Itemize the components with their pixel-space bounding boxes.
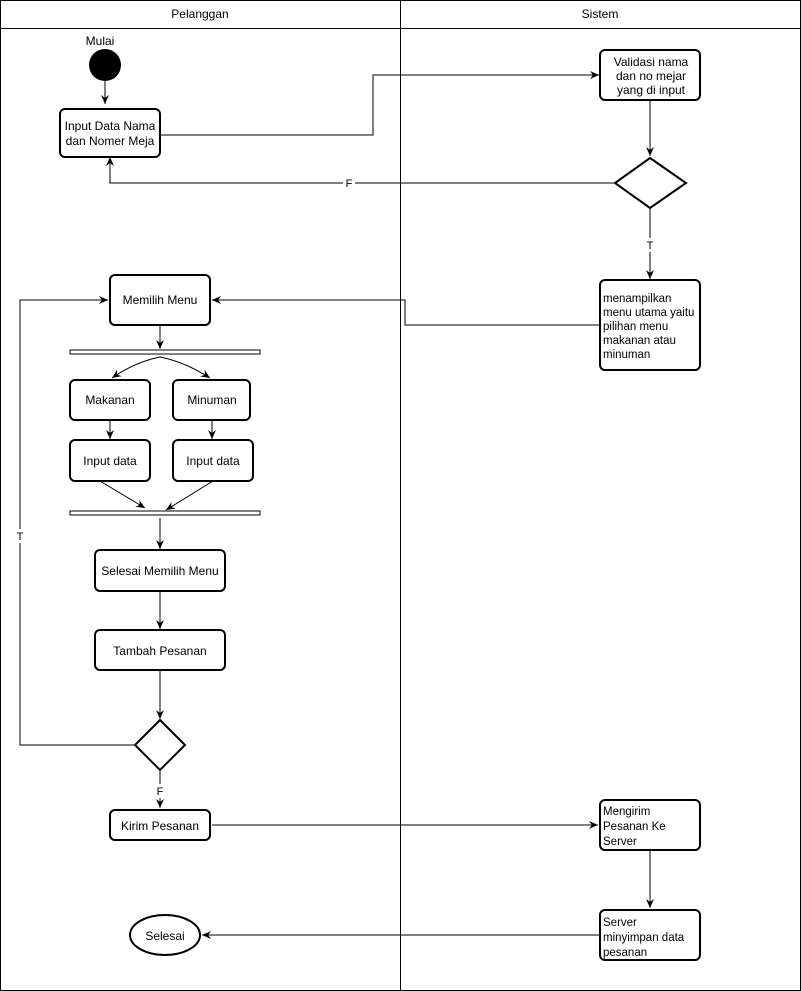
edge-tampilkan-to-memilih [212,296,600,326]
input-data-makanan-node [69,439,151,482]
memilih-menu-node [109,274,211,326]
tambah-pesanan-label: Tambah Pesanan [113,644,206,658]
edge-input2-to-join [165,480,214,511]
edge-input1-to-join [99,480,146,509]
tampilkan-line-4: makanan atau [603,335,676,347]
edge-label-false-1: F [346,178,353,190]
edges [19,71,654,939]
minuman-label: Minuman [187,393,236,407]
fork-bar [69,349,261,355]
validasi-line-2: dan no mejar [616,69,686,83]
decision-tambah [133,718,187,772]
edge-label-true-1: T [647,240,654,252]
server-line-1: Server [603,917,637,929]
input-data-makanan-label: Input data [83,454,137,468]
tampilkan-line-1: menampilkan [603,293,671,305]
minuman-node [172,379,251,421]
tampilkan-menu-node [599,279,701,371]
input-nama-node [59,108,161,158]
join-bar [69,510,261,516]
end-label: Selesai [145,929,184,943]
makanan-label: Makanan [85,393,134,407]
selesai-memilih-node [94,549,226,592]
edge-fork-to-minuman [159,356,211,379]
edge-decision2-true [19,296,135,746]
mengirim-line-1: Mengirim [603,806,650,818]
lane-title-sistem: Sistem [582,7,619,21]
memilih-menu-label: Memilih Menu [123,293,198,307]
validasi-line-3: yang di input [617,83,686,97]
server-line-2: minyimpan data [603,932,685,944]
tampilkan-line-3: pilihan menu [603,321,668,333]
edge-input-to-validasi [160,71,599,136]
edge-label-true-2: T [17,531,24,543]
input-data-minuman-node [172,439,254,482]
makanan-node [69,379,151,421]
kirim-pesanan-label: Kirim Pesanan [121,819,199,833]
validasi-node [599,49,701,101]
edge-fork-to-makanan [111,356,161,379]
mengirim-line-2: Pesanan Ke [603,821,666,833]
tampilkan-line-2: menu utama yaitu [603,307,694,319]
start-node [89,49,121,81]
start-label: Mulai [86,34,115,48]
mengirim-pesanan-node [599,799,701,851]
decision-validasi [613,156,688,210]
tambah-pesanan-node [94,629,226,671]
lane-title-pelanggan: Pelanggan [171,7,228,21]
selesai-memilih-label: Selesai Memilih Menu [101,564,218,578]
end-node [129,914,201,956]
edge-label-false-2: F [157,786,164,798]
server-simpan-node [599,909,701,961]
input-data-minuman-label: Input data [186,454,240,468]
mengirim-line-3: Server [603,836,637,848]
tampilkan-line-5: minuman [603,349,650,361]
input-nama-line-2: dan Nomer Meja [66,134,155,148]
input-nama-line-1: Input Data Nama [65,119,156,133]
validasi-line-1: Validasi nama [614,55,689,69]
server-line-3: pesanan [603,947,647,959]
kirim-pesanan-node [109,809,211,841]
edge-decision-false [106,157,615,184]
